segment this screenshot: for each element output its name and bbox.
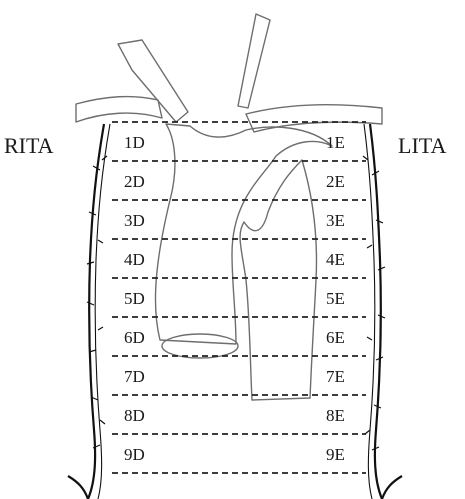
rita-label: RITA	[4, 133, 54, 158]
ascending-aorta	[155, 124, 332, 344]
lita-label: LITA	[398, 133, 446, 158]
right-level-label-5: 5D	[124, 289, 145, 308]
left-level-label-6: 6E	[326, 328, 345, 347]
left-carotid-vessel	[238, 14, 270, 108]
left-level-label-3: 3E	[326, 211, 345, 230]
brachiocephalic-vessel	[118, 40, 188, 122]
rita-vessel	[68, 124, 110, 499]
right-level-label-9: 9D	[124, 445, 145, 464]
left-level-label-7: 7E	[326, 367, 345, 386]
right-level-label-8: 8D	[124, 406, 145, 425]
left-level-label-1: 1E	[326, 133, 345, 152]
right-level-label-2: 2D	[124, 172, 145, 191]
lita-vessel	[363, 124, 402, 499]
descending-aorta	[240, 160, 316, 400]
right-level-label-6: 6D	[124, 328, 145, 347]
left-level-label-5: 5E	[326, 289, 345, 308]
right-level-labels: 1D 2D 3D 4D 5D 6D 7D 8D 9D	[124, 133, 145, 464]
left-subclavian-vessel	[246, 105, 382, 132]
left-level-label-8: 8E	[326, 406, 345, 425]
left-level-label-2: 2E	[326, 172, 345, 191]
aortic-root-ellipse	[162, 334, 238, 358]
right-subclavian-vessel	[76, 97, 162, 122]
left-level-label-9: 9E	[326, 445, 345, 464]
left-level-label-4: 4E	[326, 250, 345, 269]
right-level-label-3: 3D	[124, 211, 145, 230]
right-level-label-4: 4D	[124, 250, 145, 269]
right-level-label-7: 7D	[124, 367, 145, 386]
right-level-label-1: 1D	[124, 133, 145, 152]
left-level-labels: 1E 2E 3E 4E 5E 6E 7E 8E 9E	[326, 133, 345, 464]
